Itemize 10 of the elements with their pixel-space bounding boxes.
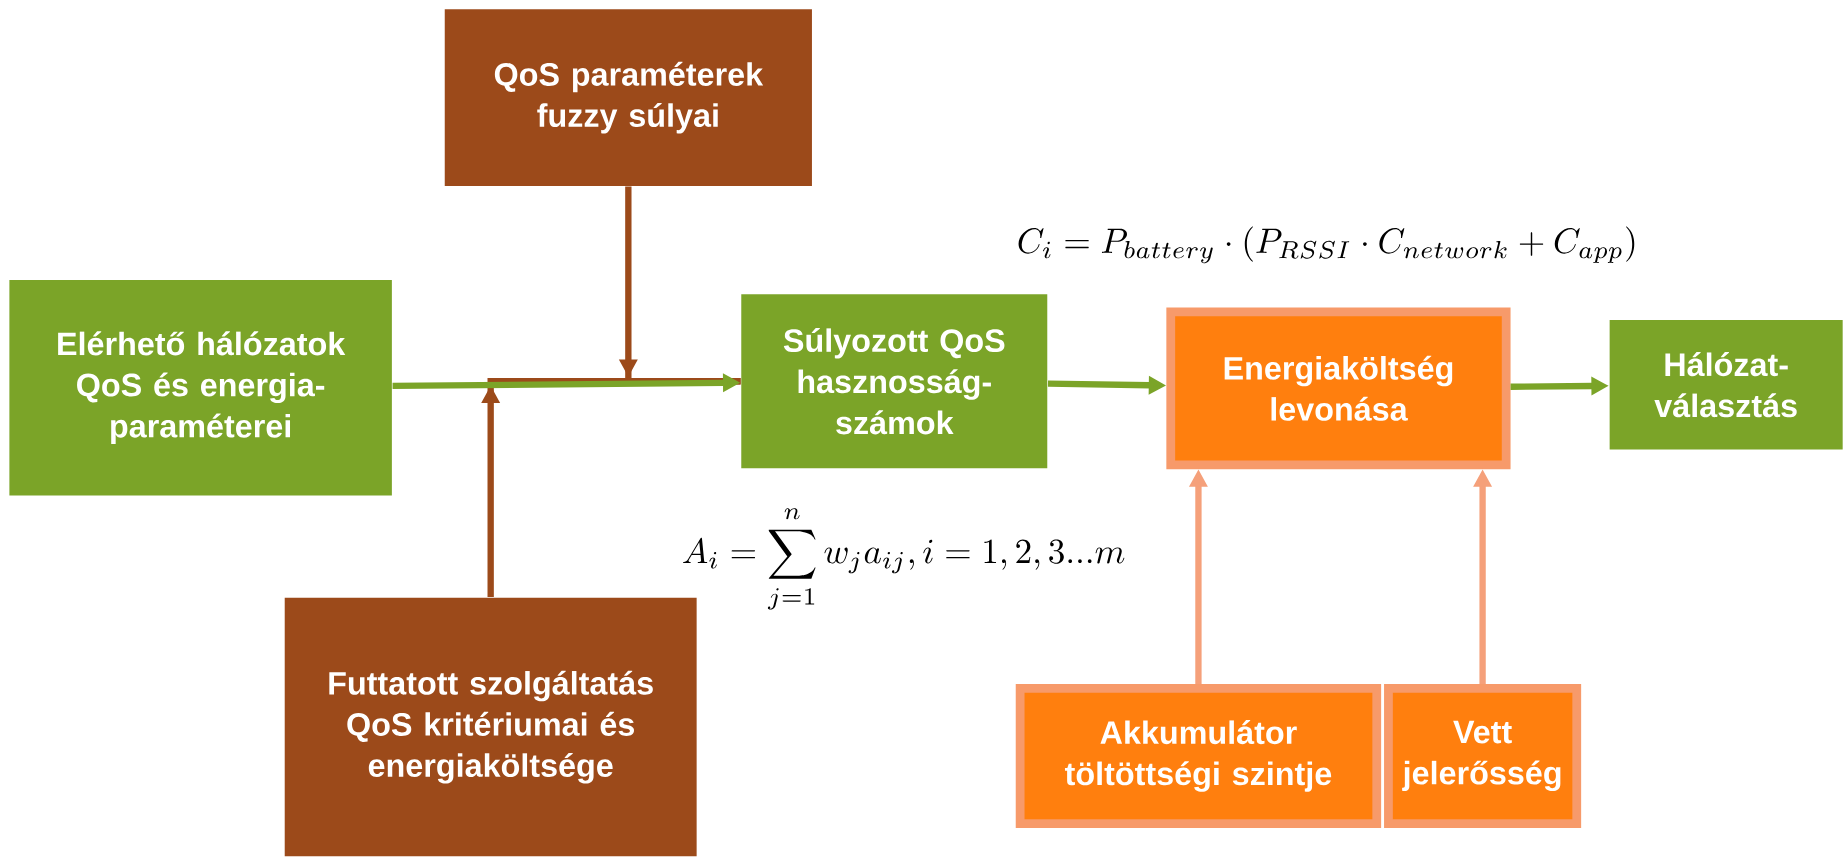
process-box: Akkumulátor töltöttségi szintje — [1015, 684, 1382, 829]
process-box: Súlyozott QoS hasznosság-számok — [741, 294, 1048, 469]
process-box: QoS paraméterek fuzzy súlyai — [444, 9, 812, 187]
process-box: Vett jelerősség — [1384, 684, 1582, 829]
formula: $C_i = P_{battery} \cdot (P_{RSSI} \cdot C_{network} + C_{app})$ — [1018, 226, 1635, 264]
process-box: Elérhető hálózatok QoS és energia-paraméterei — [9, 280, 392, 496]
process-box: Energiaköltség levonása — [1166, 307, 1511, 470]
process-box: Hálózat-választás — [1609, 320, 1843, 450]
arrow — [481, 378, 741, 598]
process-box: Futtatott szolgáltatás QoS kritériumai és energiaköltsége — [284, 597, 697, 857]
